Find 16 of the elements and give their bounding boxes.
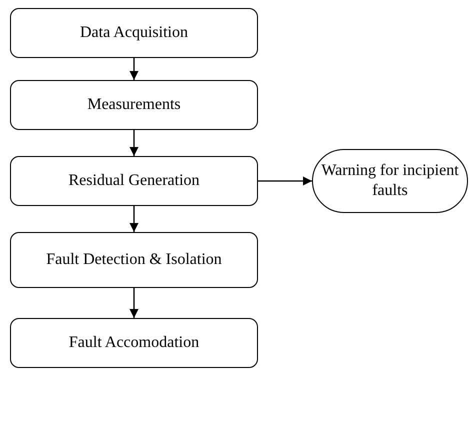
node-label: Fault Accomodation	[68, 333, 200, 353]
node-label: Data Acquisition	[80, 23, 188, 43]
arrow	[130, 206, 138, 232]
process-box	[10, 156, 258, 206]
process-box	[10, 80, 258, 130]
process-box	[10, 8, 258, 58]
arrow	[258, 176, 312, 186]
arrow	[130, 130, 138, 156]
node-label: Measurements	[87, 95, 181, 115]
node-label: Warning for incipient faults	[320, 161, 460, 201]
process-box	[10, 232, 258, 288]
arrow	[130, 288, 138, 318]
node-label: Fault Detection & Isolation	[46, 250, 222, 270]
arrow	[130, 58, 138, 80]
node-label: Residual Generation	[68, 171, 200, 191]
process-box	[10, 318, 258, 368]
